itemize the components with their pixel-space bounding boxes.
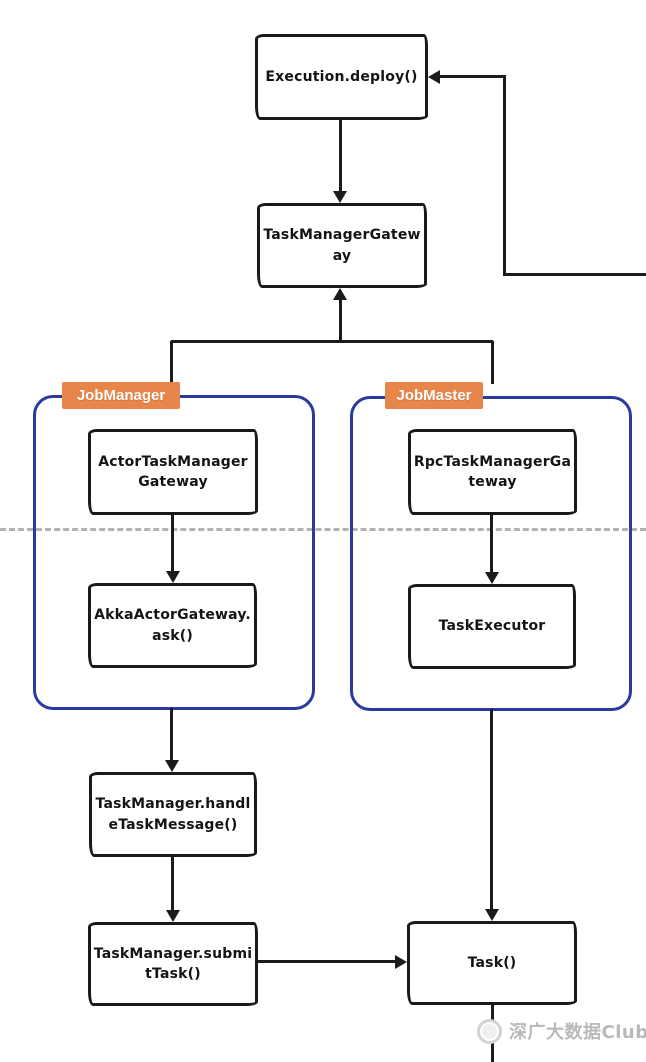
scope-divider-dashed-line bbox=[0, 528, 646, 531]
edge-branch-to-gateway-line bbox=[339, 299, 342, 342]
node-label: TaskExecutor bbox=[438, 618, 546, 635]
watermark-logo-icon bbox=[477, 1018, 502, 1044]
edge-rpc-to-executor-line bbox=[490, 515, 493, 574]
edge-feedback-top-segment bbox=[440, 75, 505, 78]
watermark-text: 深广大数据Club bbox=[509, 1022, 646, 1043]
edge-execution-to-gateway-line bbox=[339, 120, 342, 194]
node-label: Execution.deploy() bbox=[265, 68, 418, 85]
edge-submit-to-task-arrowhead bbox=[395, 955, 407, 969]
node-label: TaskManagerGatew ay bbox=[263, 227, 421, 264]
node-rpc-task-manager-gateway: RpcTaskManagerGa teway bbox=[408, 429, 577, 515]
node-actor-task-manager-gateway: ActorTaskManager Gateway bbox=[88, 429, 258, 515]
node-task-manager-handle-task-message: TaskManager.handl eTaskMessage() bbox=[89, 772, 257, 857]
edge-jobmaster-to-task-arrowhead bbox=[485, 909, 499, 921]
edge-feedback-bottom-segment bbox=[503, 273, 646, 276]
edge-jobmaster-to-task-line bbox=[490, 709, 493, 911]
node-task: Task() bbox=[407, 921, 577, 1005]
edge-submit-to-task-line bbox=[258, 960, 396, 963]
edge-branch-to-jobmaster-line bbox=[491, 341, 494, 384]
job-manager-badge: JobManager bbox=[62, 382, 180, 409]
edge-jobmanager-to-handle-arrowhead bbox=[165, 760, 179, 772]
edge-actor-to-akka-arrowhead bbox=[166, 571, 180, 583]
edge-jobmanager-to-handle-line bbox=[170, 708, 173, 762]
node-label: AkkaActorGateway. ask() bbox=[94, 607, 251, 644]
node-label: TaskManager.submi tTask() bbox=[93, 945, 253, 982]
job-master-badge-label: JobMaster bbox=[396, 387, 472, 404]
edge-feedback-arrowhead bbox=[428, 70, 440, 84]
edge-handle-to-submit-arrowhead bbox=[166, 910, 180, 922]
edge-execution-to-gateway-arrowhead bbox=[333, 191, 347, 203]
edge-branch-to-gateway-arrowhead bbox=[333, 288, 347, 300]
job-manager-badge-label: JobManager bbox=[76, 387, 166, 404]
edge-handle-to-submit-line bbox=[171, 857, 174, 912]
node-task-executor: TaskExecutor bbox=[408, 584, 576, 669]
node-akka-actor-gateway-ask: AkkaActorGateway. ask() bbox=[88, 583, 257, 668]
node-label: ActorTaskManager Gateway bbox=[98, 453, 248, 490]
node-execution-deploy: Execution.deploy() bbox=[255, 34, 428, 120]
node-task-manager-submit-task: TaskManager.submi tTask() bbox=[88, 922, 258, 1006]
watermark: 深广大数据Club bbox=[477, 1018, 646, 1044]
edge-feedback-vertical-segment bbox=[503, 75, 506, 275]
edge-actor-to-akka-line bbox=[171, 515, 174, 573]
node-label: Task() bbox=[467, 954, 517, 971]
node-label: TaskManager.handl eTaskMessage() bbox=[95, 796, 251, 833]
edge-branch-to-jobmanager-line bbox=[170, 341, 173, 384]
edge-rpc-to-executor-arrowhead bbox=[485, 572, 499, 584]
edge-branch-horizontal-line bbox=[171, 340, 493, 343]
job-master-badge: JobMaster bbox=[385, 382, 483, 409]
node-task-manager-gateway: TaskManagerGatew ay bbox=[257, 203, 427, 288]
node-label: RpcTaskManagerGa teway bbox=[413, 453, 572, 490]
